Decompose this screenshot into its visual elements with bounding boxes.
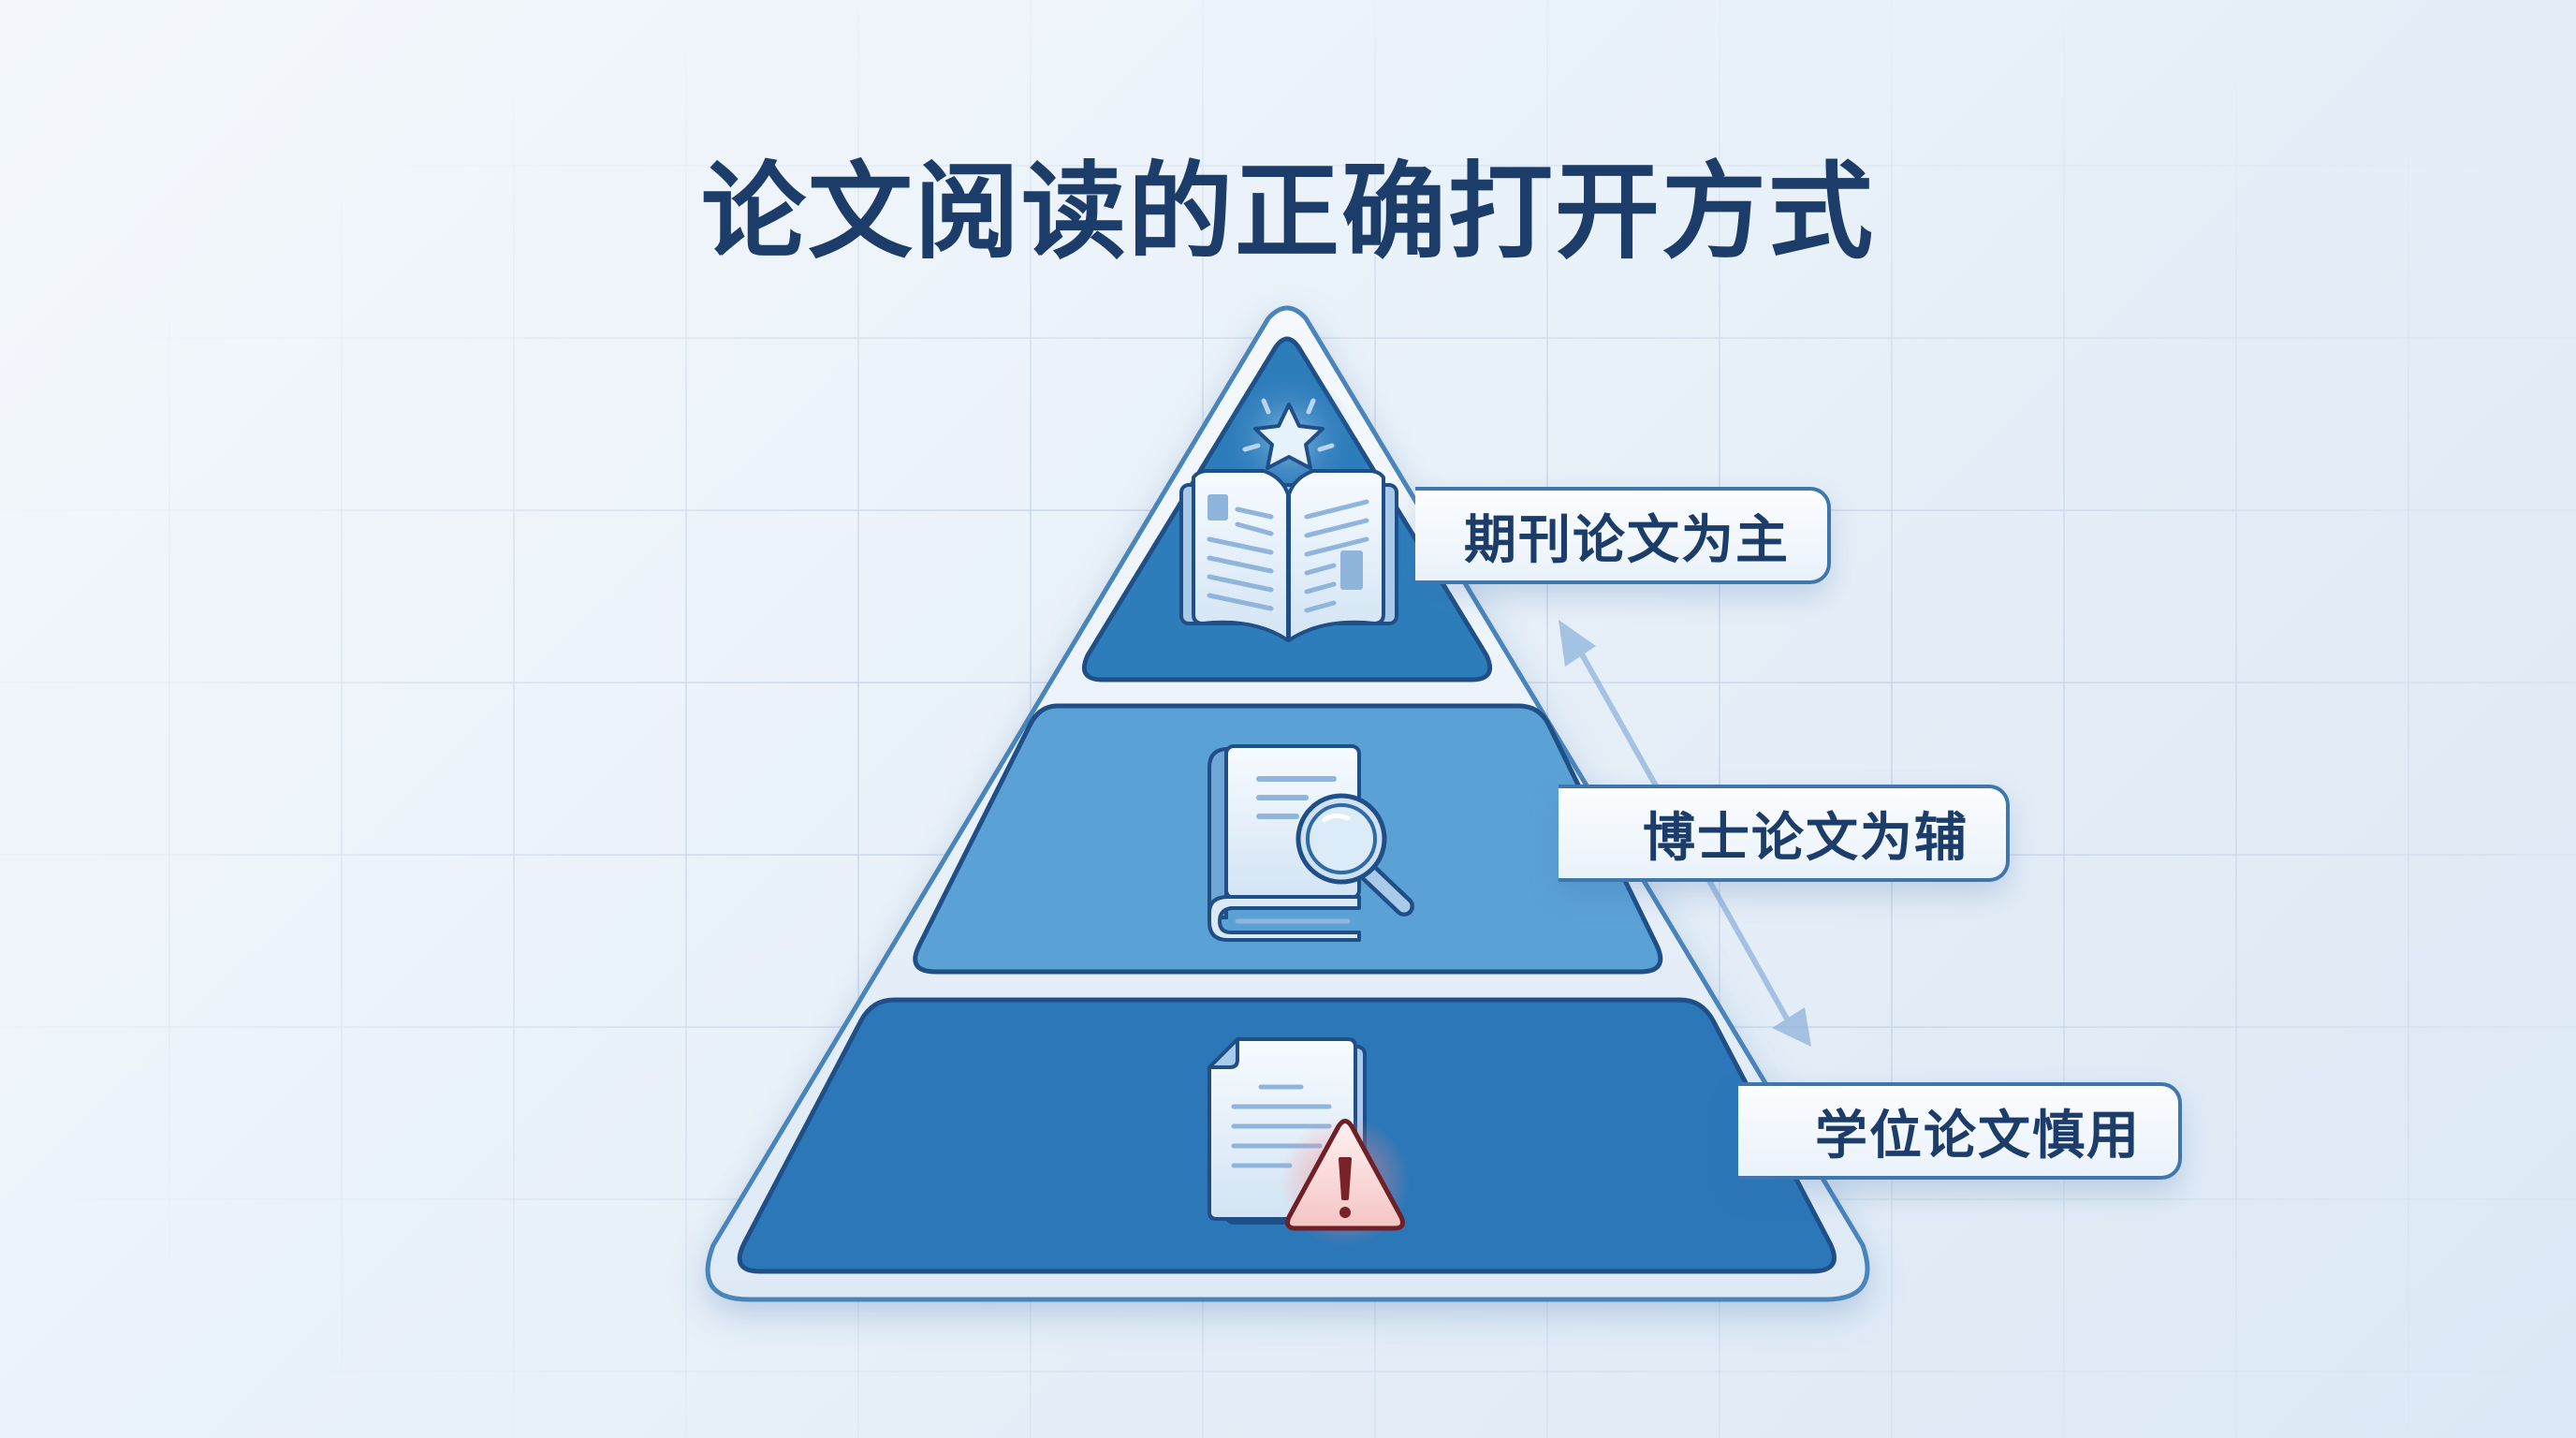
document-warning-icon — [1208, 1037, 1411, 1247]
open-book-star-icon — [1179, 469, 1398, 642]
tier-label-middle: 博士论文为辅 — [1559, 785, 2010, 882]
tier-label-bottom: 学位论文慎用 — [1738, 1082, 2182, 1180]
star-icon — [1242, 398, 1335, 470]
page-title: 论文阅读的正确打开方式 — [701, 152, 1875, 273]
tier-label-top: 期刊论文为主 — [1415, 487, 1831, 584]
tier-label-middle-text: 博士论文为辅 — [1643, 807, 1969, 869]
book-magnifier-icon — [1208, 744, 1414, 942]
tier-label-top-text: 期刊论文为主 — [1464, 509, 1790, 571]
tier-label-bottom-text: 学位论文慎用 — [1815, 1105, 2141, 1167]
